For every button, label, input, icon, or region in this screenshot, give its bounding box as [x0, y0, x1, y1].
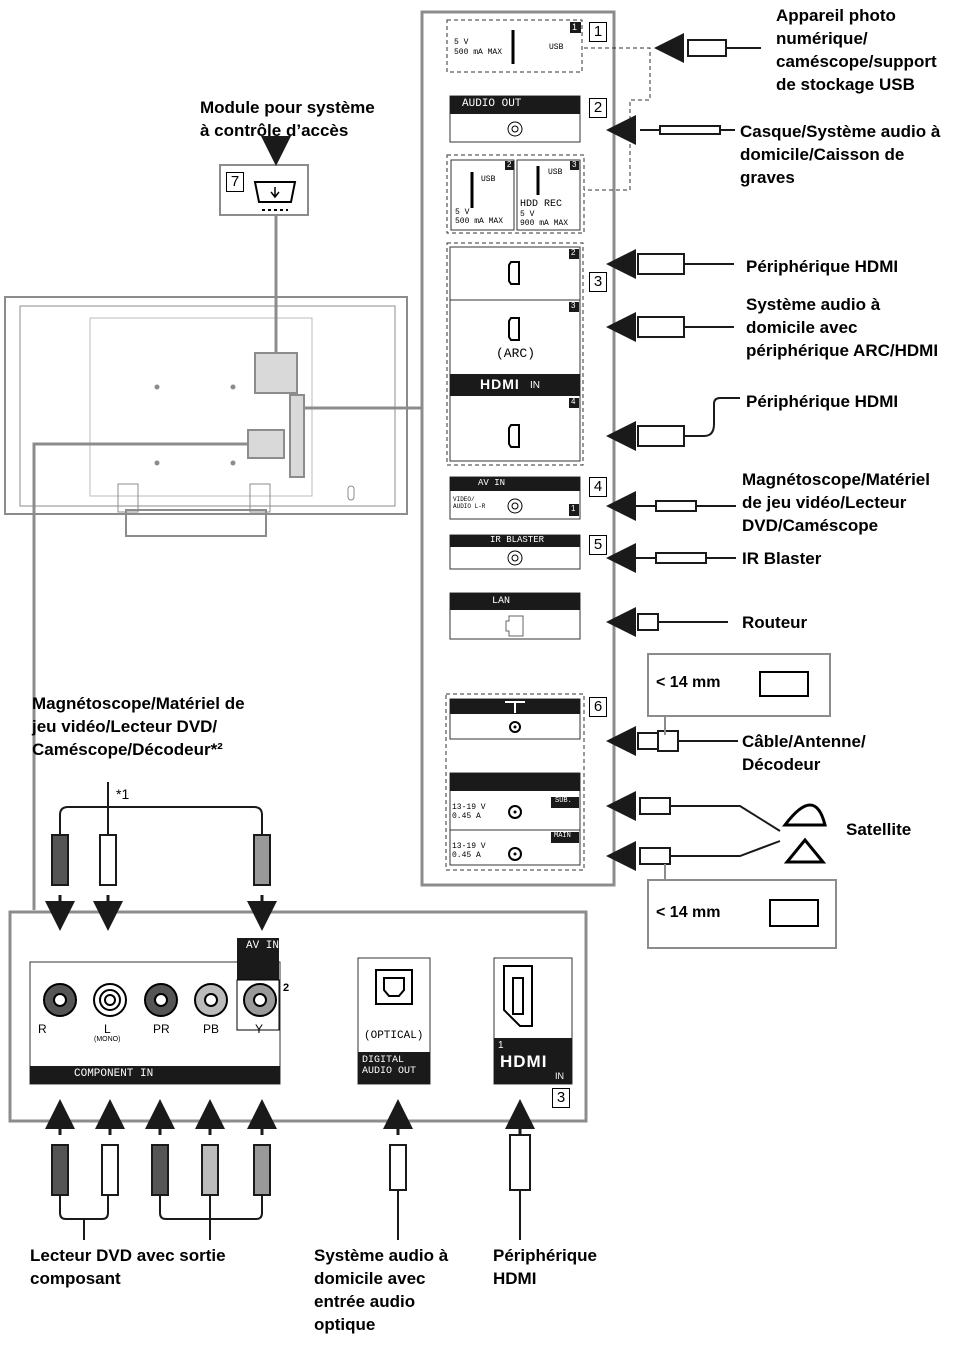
label-av-in-device: Magnétoscope/Matériel de jeu vidéo/Lecte…	[742, 470, 930, 535]
cam-slot	[219, 136, 309, 216]
composite-cables	[45, 782, 277, 931]
usb3-current: 900 mA MAX	[520, 219, 569, 228]
callout-1: 1	[589, 22, 607, 42]
usb2-current: 500 mA MAX	[455, 217, 504, 226]
hdmi-1-port	[493, 957, 573, 1085]
side-panel	[420, 10, 616, 887]
usb2-index: 2	[507, 160, 512, 169]
bottom-cables	[45, 1099, 535, 1240]
port-mono: (MONO)	[94, 1036, 121, 1043]
av-in-port	[449, 476, 581, 520]
digital-audio-out-label: DIGITAL AUDIO OUT	[362, 1055, 417, 1077]
note-1: *1	[116, 786, 130, 802]
usb3-label: USB	[548, 168, 563, 177]
ir-blaster-port	[449, 534, 581, 570]
label-dvd-component: Lecteur DVD avec sortie composant	[30, 1246, 226, 1288]
optical-label: (OPTICAL)	[364, 1030, 424, 1042]
size-note-satellite: < 14 mm	[656, 904, 721, 921]
port-pb: PB	[203, 1022, 220, 1036]
sat-sub-tag: SUB.	[555, 797, 572, 805]
label-cam-module: Module pour système à contrôle d’accès	[200, 98, 375, 140]
size-box-satellite	[647, 864, 837, 949]
sat-main-tag: MAIN	[554, 832, 571, 840]
optical-port	[357, 957, 431, 1085]
sat-main-voltage: 13-19 V	[452, 842, 486, 851]
hdmi-in-label: IN	[530, 380, 540, 391]
label-cable-antenna: Câble/Antenne/ Décodeur	[742, 732, 866, 774]
ir-blaster-label: IR BLASTER	[490, 535, 545, 545]
label-hdmi-device-2: Périphérique HDMI	[746, 392, 899, 411]
usb1-power: 5 V	[454, 38, 469, 47]
lan-label: LAN	[492, 596, 511, 607]
hdmi-1-logo: HDMI	[500, 1052, 548, 1071]
usb-port-1	[446, 19, 583, 73]
size-box-antenna	[647, 653, 831, 735]
bottom-panel	[8, 910, 588, 1123]
label-hdmi-device-3: Périphérique HDMI	[493, 1246, 597, 1288]
av-video-label: VIDEO/ AUDIO L-R	[453, 496, 486, 510]
right-connectors	[606, 33, 781, 871]
av-in-2-label: AV IN	[246, 940, 280, 952]
callout-4: 4	[589, 477, 607, 497]
hdmi-logo: HDMI	[480, 376, 520, 392]
satellite-dish-icon	[781, 803, 827, 864]
label-composite-device: Magnétoscope/Matériel de jeu vidéo/Lecte…	[32, 694, 245, 759]
port-pr: PR	[153, 1022, 170, 1036]
port-l: L	[104, 1022, 111, 1036]
label-arc-device: Système audio à domicile avec périphériq…	[746, 295, 939, 360]
callout-5: 5	[589, 535, 607, 555]
port-r: R	[38, 1022, 47, 1036]
lan-port	[449, 592, 581, 640]
arc-label: (ARC)	[496, 346, 536, 361]
label-ir-blaster: IR Blaster	[742, 549, 822, 568]
av1-index: 1	[571, 504, 576, 513]
usb2-power: 5 V	[455, 208, 470, 217]
sat-sub-current: 0.45 A	[452, 812, 481, 821]
component-in-label: COMPONENT IN	[74, 1068, 154, 1080]
label-router: Routeur	[742, 613, 808, 632]
usb-ports-2-3	[446, 154, 585, 234]
callout-3-bottom: 3	[552, 1088, 570, 1108]
hdmi-1-in: IN	[555, 1071, 564, 1081]
callout-6: 6	[589, 697, 607, 717]
usb1-index: 1	[572, 22, 578, 32]
usb3-rec: HDD REC	[520, 199, 563, 210]
component-in-ports	[29, 938, 281, 1085]
audio-out-label: AUDIO OUT	[462, 98, 522, 110]
hdmi4-index: 4	[571, 397, 576, 406]
usb1-current: 500 mA MAX	[454, 48, 503, 57]
usb1-label: USB	[549, 43, 564, 52]
port-y: Y	[255, 1022, 264, 1036]
usb3-index: 3	[572, 160, 577, 169]
antenna-satellite-ports	[445, 693, 585, 871]
hdmi2-index: 2	[571, 248, 576, 257]
av2-index: 2	[283, 982, 290, 994]
sat-sub-voltage: 13-19 V	[452, 803, 486, 812]
callout-2: 2	[589, 98, 607, 118]
label-hdmi-device-1: Périphérique HDMI	[746, 257, 899, 276]
label-satellite: Satellite	[846, 820, 912, 839]
audio-out-port	[449, 95, 581, 143]
size-note-antenna: < 14 mm	[656, 674, 721, 691]
label-headphones: Casque/Système audio à domicile/Caisson …	[740, 122, 941, 187]
usb3-power: 5 V	[520, 210, 535, 219]
sat-main-current: 0.45 A	[452, 851, 481, 860]
label-usb-device: Appareil photo numérique/ caméscope/supp…	[776, 6, 937, 94]
label-optical-system: Système audio à domicile avec entrée aud…	[314, 1246, 449, 1334]
hdmi1-index: 1	[498, 1040, 504, 1051]
hdmi-ports	[446, 242, 584, 466]
av-in-label: AV IN	[478, 478, 506, 488]
usb2-label: USB	[481, 175, 496, 184]
callout-3: 3	[589, 272, 607, 292]
tv-rear	[4, 296, 408, 537]
hdmi3-index: 3	[571, 301, 576, 310]
callout-7: 7	[226, 172, 244, 192]
